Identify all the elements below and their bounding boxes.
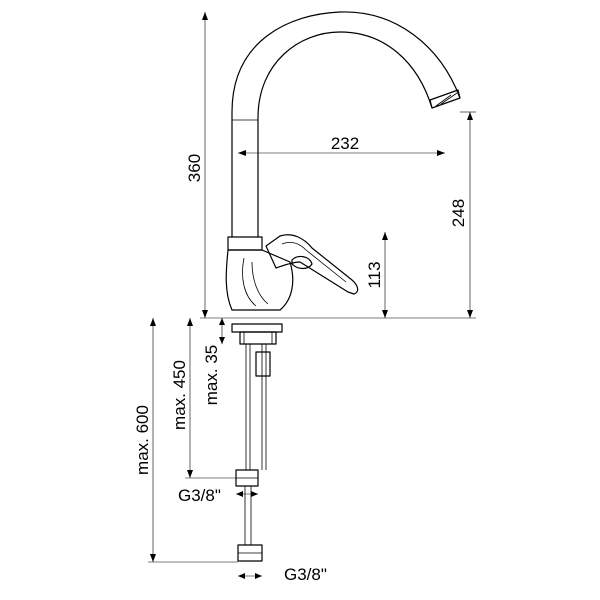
label-113: 113 [365,261,384,288]
spout-aerator-ring [440,92,458,105]
lever-grip [281,242,347,283]
label-g38-lower: G3/8" [284,565,327,584]
label-248: 248 [449,199,468,227]
faucet-housing [225,249,294,311]
threaded-rod [255,351,271,377]
label-max450: max. 450 [170,360,189,430]
lever-handle [265,234,359,295]
label-max600: max. 600 [133,405,152,475]
lever-pivot [291,255,313,270]
spout-aerator [429,89,461,109]
dimension-labels: 360 232 248 113 max. 600 max. 450 max. 3… [133,134,468,584]
dimension-lines [148,12,476,579]
housing-contour [242,257,257,307]
label-max35: max. 35 [202,345,221,405]
label-g38-upper: G3/8" [178,486,221,505]
spout-inner-curve [257,31,433,238]
label-360: 360 [185,154,204,182]
faucet-column [227,236,263,251]
spout-outer-curve [231,11,461,238]
mounting-nut [239,331,277,345]
housing-contour-2 [251,261,269,305]
faucet-body [225,11,461,562]
spout-aerator-ring-2 [435,94,452,107]
label-232: 232 [331,134,359,153]
mounting-flange [231,323,283,333]
